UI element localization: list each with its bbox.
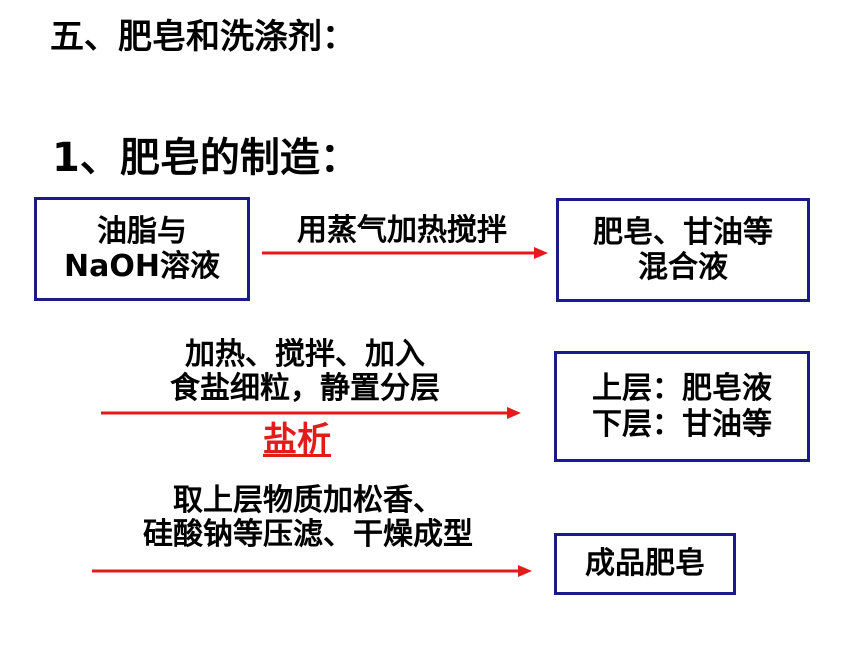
step3-label-line-2: 硅酸钠等压滤、干燥成型 bbox=[143, 516, 473, 552]
arrow-group bbox=[92, 247, 548, 577]
subtitle: 1、肥皂的制造： bbox=[52, 135, 360, 181]
box-layers-line-1: 上层：肥皂液 bbox=[592, 371, 772, 407]
box-mixture: 肥皂、甘油等 混合液 bbox=[556, 198, 810, 302]
step1-label-line-1: 用蒸气加热搅拌 bbox=[297, 213, 507, 248]
arrow-step1-head bbox=[534, 247, 548, 259]
box-ingredients-line-1: 油脂与 bbox=[97, 213, 187, 249]
step3-label: 取上层物质加松香、 硅酸钠等压滤、干燥成型 bbox=[88, 484, 528, 551]
box-layers-line-2: 下层：甘油等 bbox=[592, 406, 772, 442]
box-product: 成品肥皂 bbox=[554, 533, 736, 595]
box-ingredients: 油脂与 NaOH溶液 bbox=[34, 197, 250, 301]
box-layers: 上层：肥皂液 下层：甘油等 bbox=[554, 351, 810, 462]
box-product-line-1: 成品肥皂 bbox=[585, 546, 705, 582]
box-mixture-line-2: 混合液 bbox=[638, 250, 728, 285]
arrow-step2-head bbox=[507, 407, 521, 419]
step2-label: 加热、搅拌、加入 食盐细粒，静置分层 bbox=[100, 338, 510, 405]
step1-label: 用蒸气加热搅拌 bbox=[262, 214, 542, 248]
box-ingredients-line-2: NaOH溶液 bbox=[64, 249, 220, 284]
step3-label-line-1: 取上层物质加松香、 bbox=[173, 483, 443, 518]
section-title: 五、肥皂和洗涤剂： bbox=[50, 17, 356, 57]
step2-label-line-1: 加热、搅拌、加入 bbox=[185, 337, 425, 372]
salting-out-term: 盐析 bbox=[263, 420, 331, 460]
box-mixture-line-1: 肥皂、甘油等 bbox=[593, 214, 773, 250]
step2-label-line-2: 食盐细粒，静置分层 bbox=[170, 370, 440, 406]
arrow-step3-head bbox=[518, 565, 532, 577]
